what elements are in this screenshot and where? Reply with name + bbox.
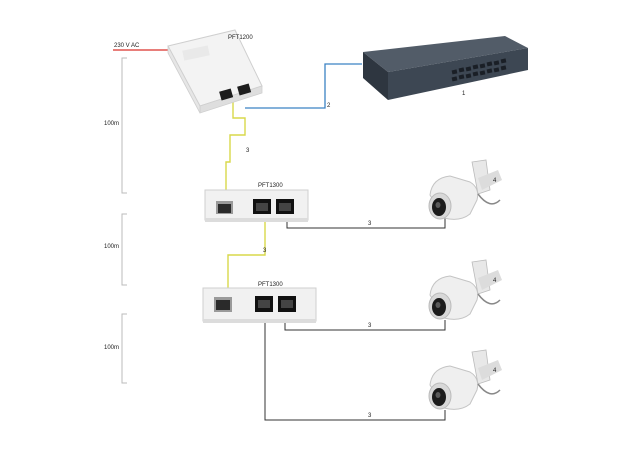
ext2-port-out-2 bbox=[278, 296, 296, 312]
camera-1-number: 4 bbox=[493, 178, 497, 184]
extender-2-label: PFT1300 bbox=[258, 282, 283, 288]
network-switch bbox=[363, 36, 528, 100]
distance-bracket-1 bbox=[121, 57, 127, 194]
ext2-port-in bbox=[214, 297, 232, 312]
distance-bracket-3 bbox=[121, 313, 127, 384]
camera-cable-3 bbox=[264, 312, 446, 421]
cable-3-label-b: 3 bbox=[263, 248, 267, 254]
poe-injector bbox=[167, 29, 263, 114]
ip-camera-1 bbox=[428, 159, 502, 220]
distance-bracket-2 bbox=[121, 213, 127, 286]
poe-extender-2 bbox=[202, 287, 317, 323]
distance-3-label: 100m bbox=[104, 345, 119, 351]
uplink-cable bbox=[245, 63, 362, 109]
injector-port-2 bbox=[237, 83, 252, 96]
ip-camera-2 bbox=[428, 259, 502, 320]
cable-3-label-d: 3 bbox=[368, 323, 372, 329]
switch-ports bbox=[451, 58, 507, 82]
cable-2-label: 2 bbox=[327, 103, 331, 109]
ext1-port-out-2 bbox=[276, 199, 294, 214]
distance-1-label: 100m bbox=[104, 121, 119, 127]
injector-port-1 bbox=[219, 88, 234, 101]
camera-3-number: 4 bbox=[493, 368, 497, 374]
distance-2-label: 100m bbox=[104, 244, 119, 250]
camera-cable-1 bbox=[286, 210, 446, 229]
ext1-port-out-1 bbox=[253, 199, 271, 214]
power-source-label: 230 V AC bbox=[114, 43, 140, 49]
ext1-port-in bbox=[216, 201, 233, 214]
cable-3-label-a: 3 bbox=[246, 148, 250, 154]
ip-camera-3 bbox=[428, 349, 502, 410]
poe-extender-1 bbox=[204, 189, 309, 222]
switch-number: 1 bbox=[462, 91, 466, 97]
injector-label: PFT1200 bbox=[228, 35, 253, 41]
camera-2-number: 4 bbox=[493, 278, 497, 284]
cable-3-label-e: 3 bbox=[368, 413, 372, 419]
cable-3-label-c: 3 bbox=[368, 221, 372, 227]
poe-cable-injector-ext1 bbox=[225, 100, 246, 192]
poe-cable-ext1-ext2 bbox=[227, 215, 266, 290]
extender-1-label: PFT1300 bbox=[258, 183, 283, 189]
ext2-port-out-1 bbox=[255, 296, 273, 312]
